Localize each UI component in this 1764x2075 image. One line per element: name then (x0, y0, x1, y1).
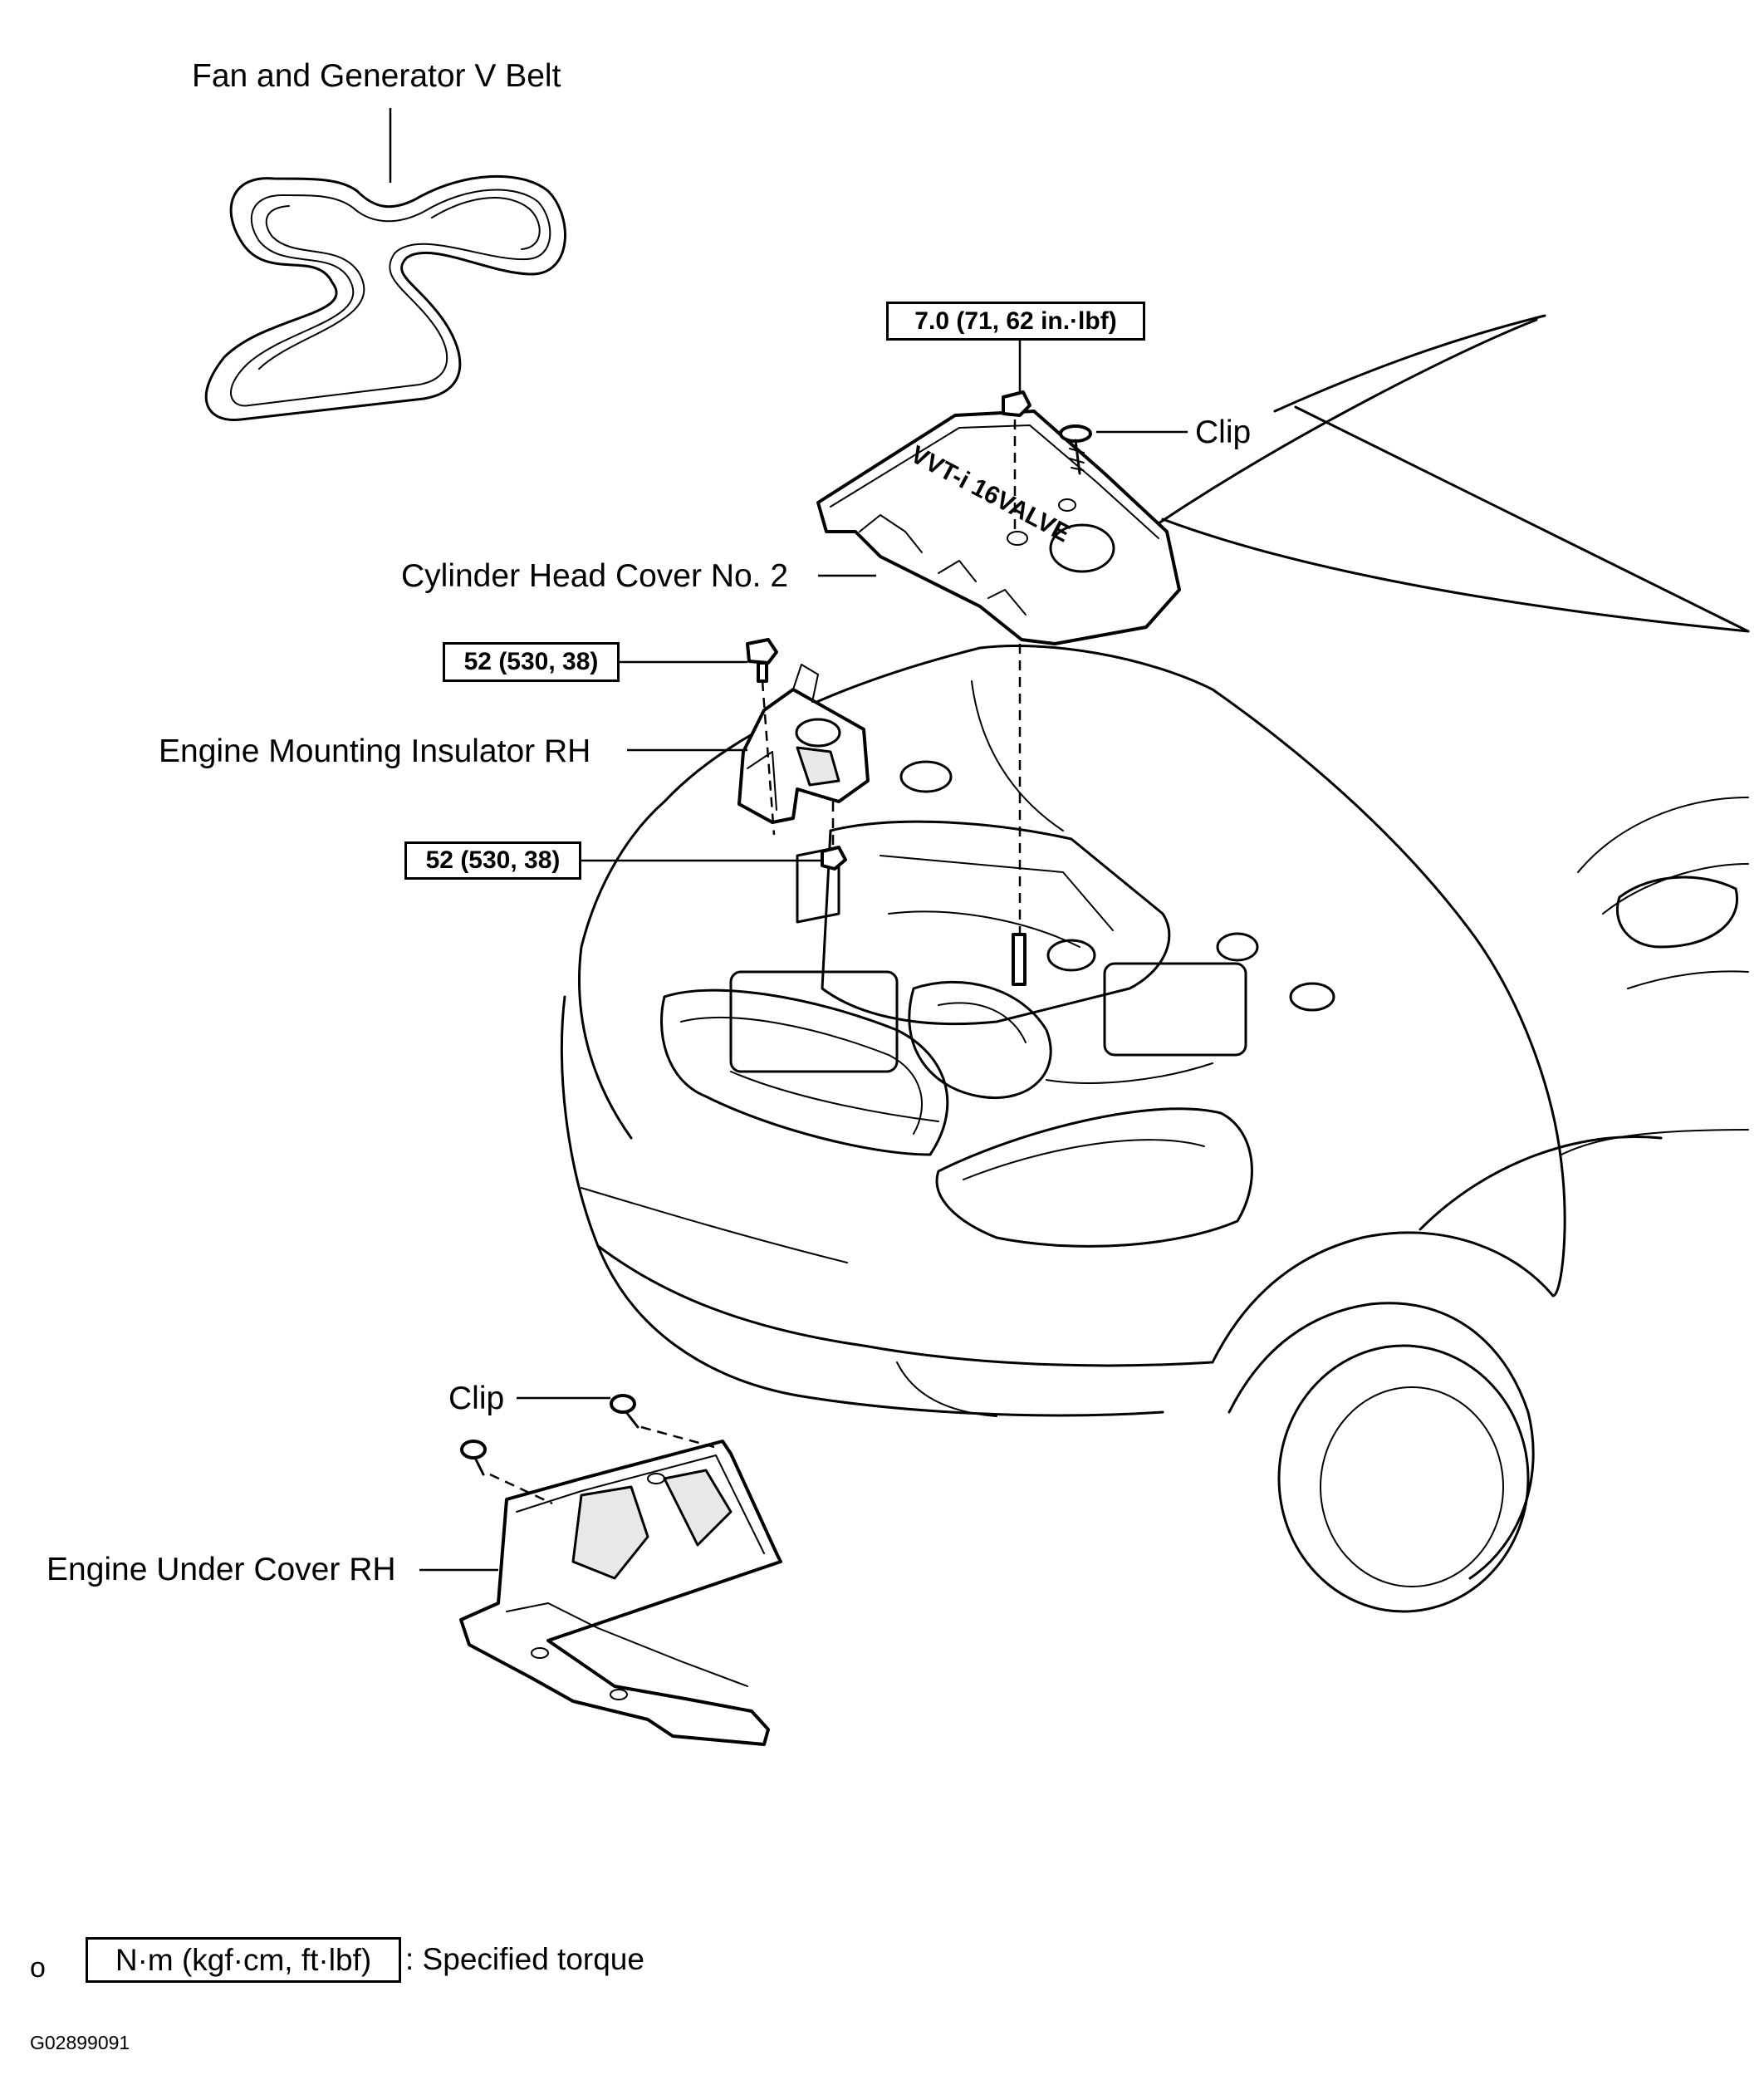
under-clip-left-drawing (460, 1440, 487, 1476)
v-belt-drawing (204, 174, 566, 422)
vehicle-outline-drawing (560, 314, 1750, 1613)
dashed-under-right (640, 1425, 715, 1449)
torque-mount-nut: 52 (530, 38) (404, 841, 581, 880)
head-cover-drawing (816, 410, 1181, 645)
legend-description: : Specified torque (405, 1942, 644, 1976)
dashed-under-left (489, 1473, 553, 1505)
label-under-cover: Engine Under Cover RH (47, 1552, 396, 1587)
label-mount-insulator: Engine Mounting Insulator RH (159, 733, 591, 769)
label-clip-bottom: Clip (448, 1381, 505, 1416)
mount-nut-drawing (821, 846, 847, 871)
under-clip-right-drawing (610, 1394, 639, 1429)
label-v-belt: Fan and Generator V Belt (192, 58, 561, 94)
clip-top-drawing (1059, 424, 1092, 475)
torque-head-cover-nut: 7.0 (71, 62 in.·lbf) (886, 302, 1145, 341)
cover-stud-drawing (1012, 933, 1027, 986)
legend-bullet: o (30, 1952, 46, 1984)
mount-bolt-drawing (746, 638, 778, 683)
dashed-mount-axis (761, 680, 776, 836)
torque-mount-bolt: 52 (530, 38) (443, 642, 620, 682)
figure-id: G02899091 (30, 2032, 130, 2053)
under-cover-drawing (459, 1440, 782, 1746)
legend-unit-box: N·m (kgf·cm, ft·lbf) (86, 1937, 401, 1983)
cover-nut-drawing (1002, 390, 1031, 417)
label-head-cover: Cylinder Head Cover No. 2 (401, 558, 789, 594)
label-clip-top: Clip (1195, 415, 1252, 450)
